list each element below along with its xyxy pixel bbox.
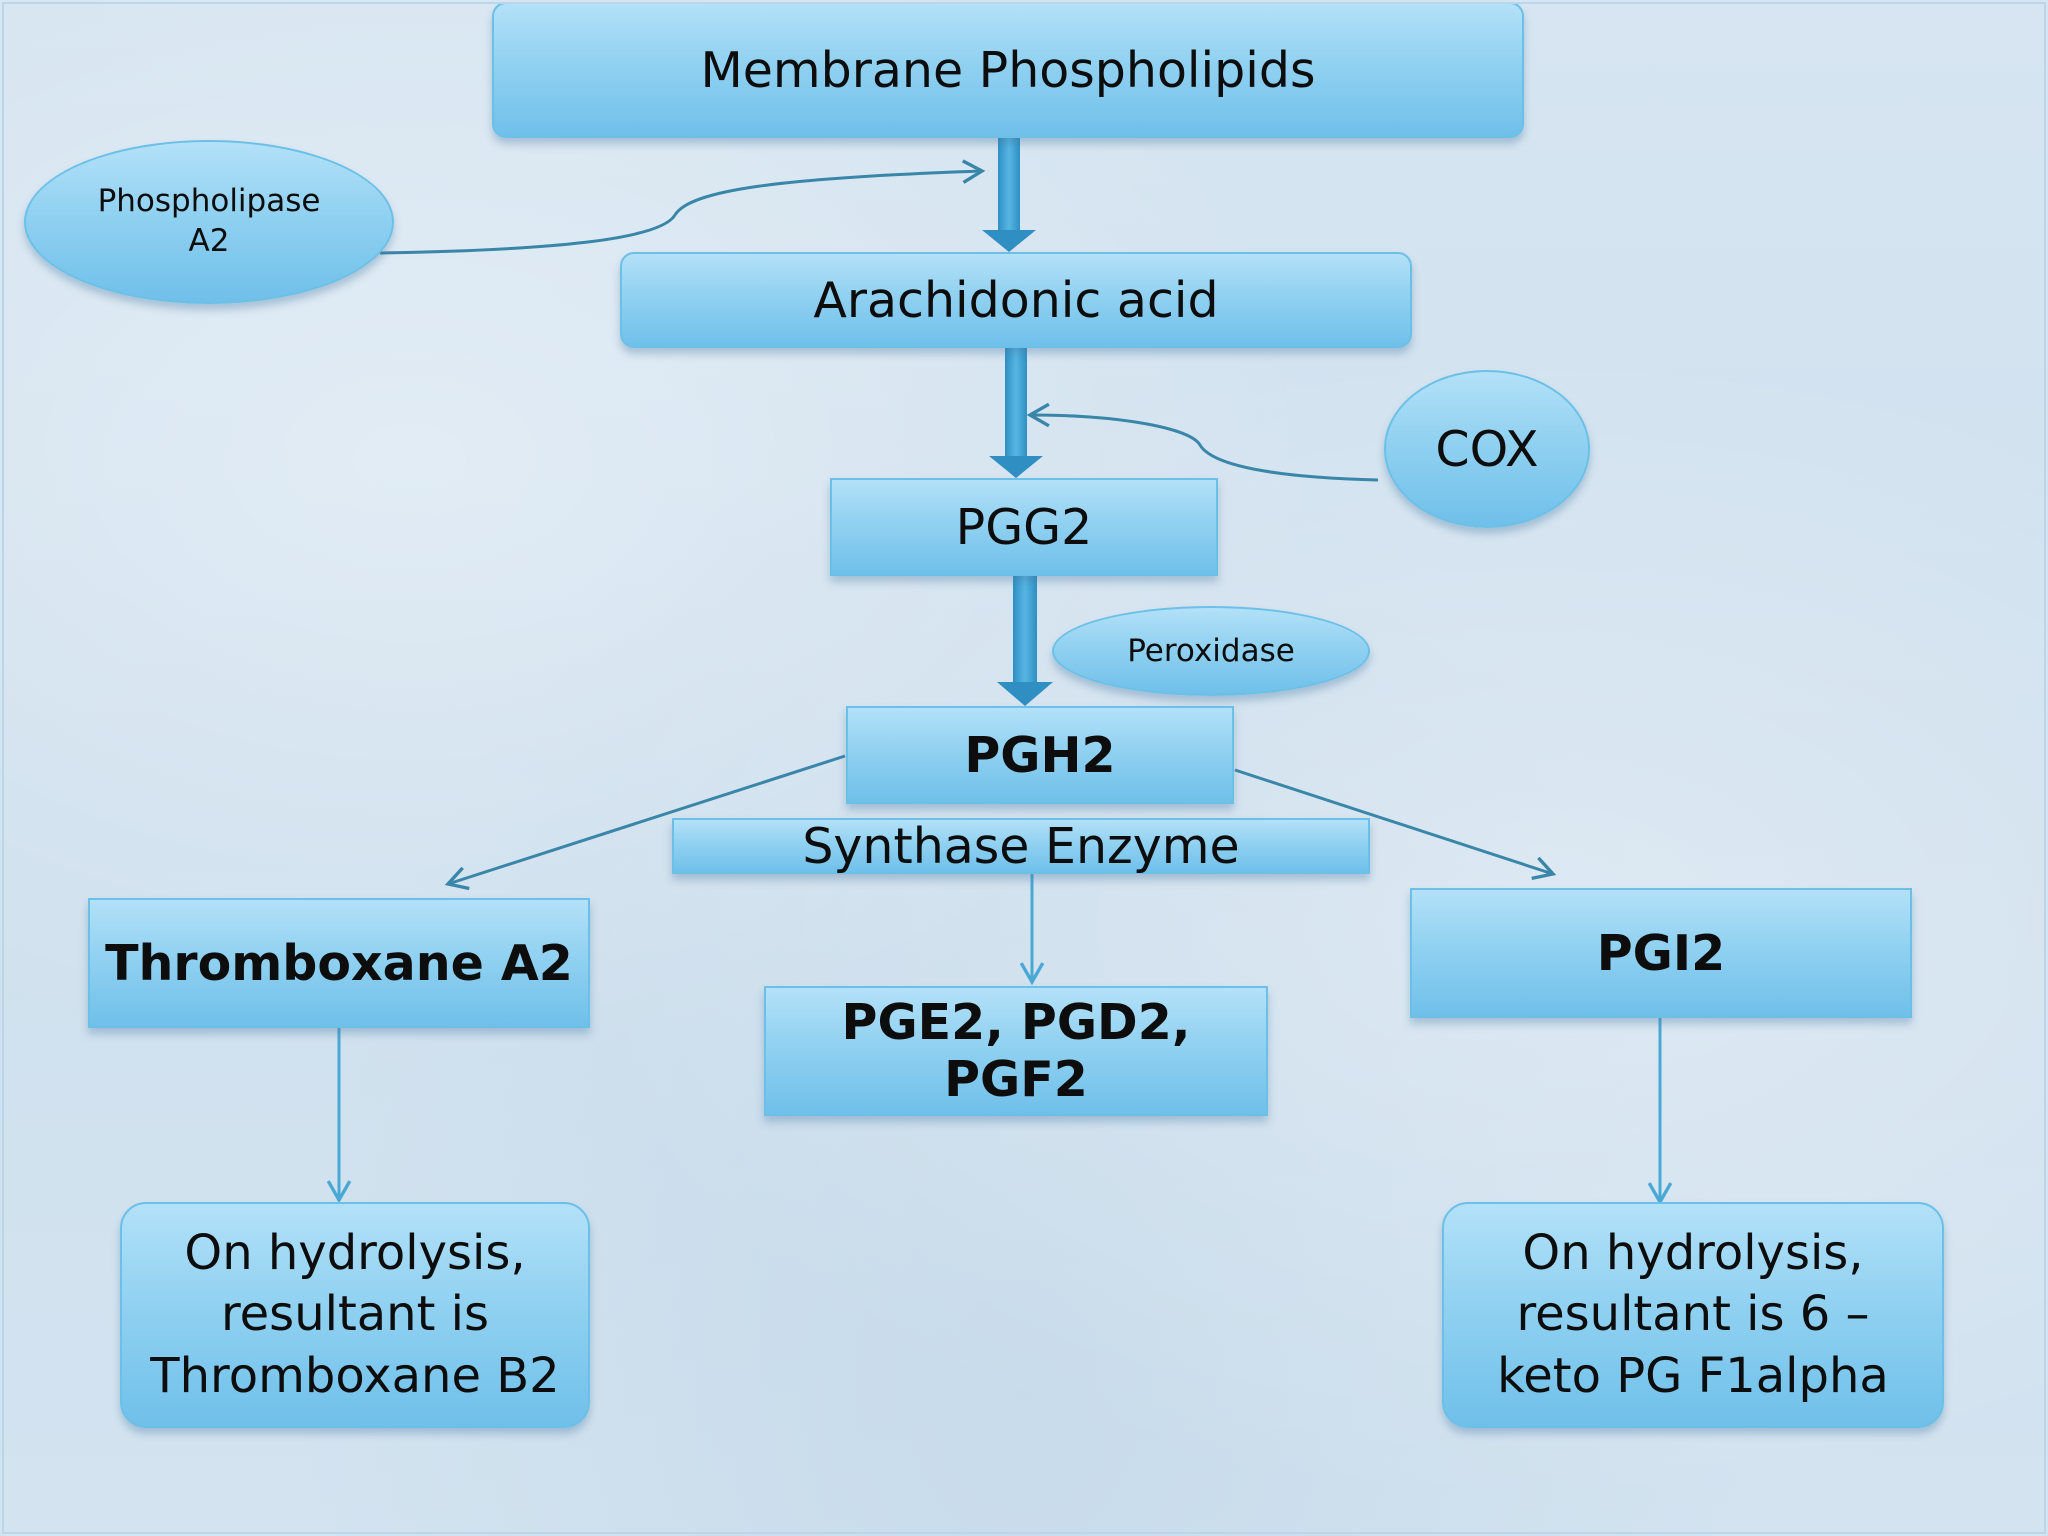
node-phospholipase-a2: Phospholipase A2 <box>24 140 394 304</box>
label-arachidonic-acid: Arachidonic acid <box>813 271 1219 329</box>
label-membrane-phospholipids: Membrane Phospholipids <box>700 41 1316 99</box>
node-pge2-pgd2-pgf2: PGE2, PGD2, PGF2 <box>764 986 1268 1116</box>
node-cox: COX <box>1384 370 1590 528</box>
label-thromboxane-b2: On hydrolysis, resultant is Thromboxane … <box>150 1224 560 1404</box>
arrow-phospholipase-curve <box>379 159 986 255</box>
arrow-pgh2-to-pgi2 <box>1234 768 1557 881</box>
arrow-cox-curve <box>1026 402 1379 482</box>
arrow-pgg2-to-pgh2 <box>997 574 1053 706</box>
label-pgh2: PGH2 <box>964 726 1116 784</box>
node-membrane-phospholipids: Membrane Phospholipids <box>492 2 1524 138</box>
node-thromboxane-a2: Thromboxane A2 <box>88 898 590 1028</box>
label-pge2-pgd2-pgf2: PGE2, PGD2, PGF2 <box>841 994 1191 1108</box>
node-pgh2: PGH2 <box>846 706 1234 804</box>
arrow-pgh2-to-thromboxane <box>444 754 846 891</box>
node-pgi2: PGI2 <box>1410 888 1912 1018</box>
label-peroxidase: Peroxidase <box>1127 633 1295 669</box>
node-peroxidase: Peroxidase <box>1052 606 1370 696</box>
arrow-arachidonic-to-pgg2 <box>989 348 1043 478</box>
label-synthase-enzyme: Synthase Enzyme <box>802 817 1240 875</box>
label-pgg2: PGG2 <box>955 498 1093 556</box>
label-pgi2: PGI2 <box>1596 924 1726 982</box>
label-thromboxane-a2: Thromboxane A2 <box>105 934 573 992</box>
node-synthase-enzyme: Synthase Enzyme <box>672 817 1370 875</box>
node-keto-pg-f1alpha: On hydrolysis, resultant is 6 – keto PG … <box>1442 1202 1944 1428</box>
node-arachidonic-acid: Arachidonic acid <box>620 252 1412 348</box>
node-thromboxane-b2: On hydrolysis, resultant is Thromboxane … <box>120 1202 590 1428</box>
label-phospholipase-a2: Phospholipase A2 <box>97 183 321 259</box>
arrow-membrane-to-arachidonic <box>982 138 1036 252</box>
label-keto-pg-f1alpha: On hydrolysis, resultant is 6 – keto PG … <box>1497 1224 1889 1404</box>
label-cox: COX <box>1435 420 1539 478</box>
node-pgg2: PGG2 <box>830 478 1218 576</box>
